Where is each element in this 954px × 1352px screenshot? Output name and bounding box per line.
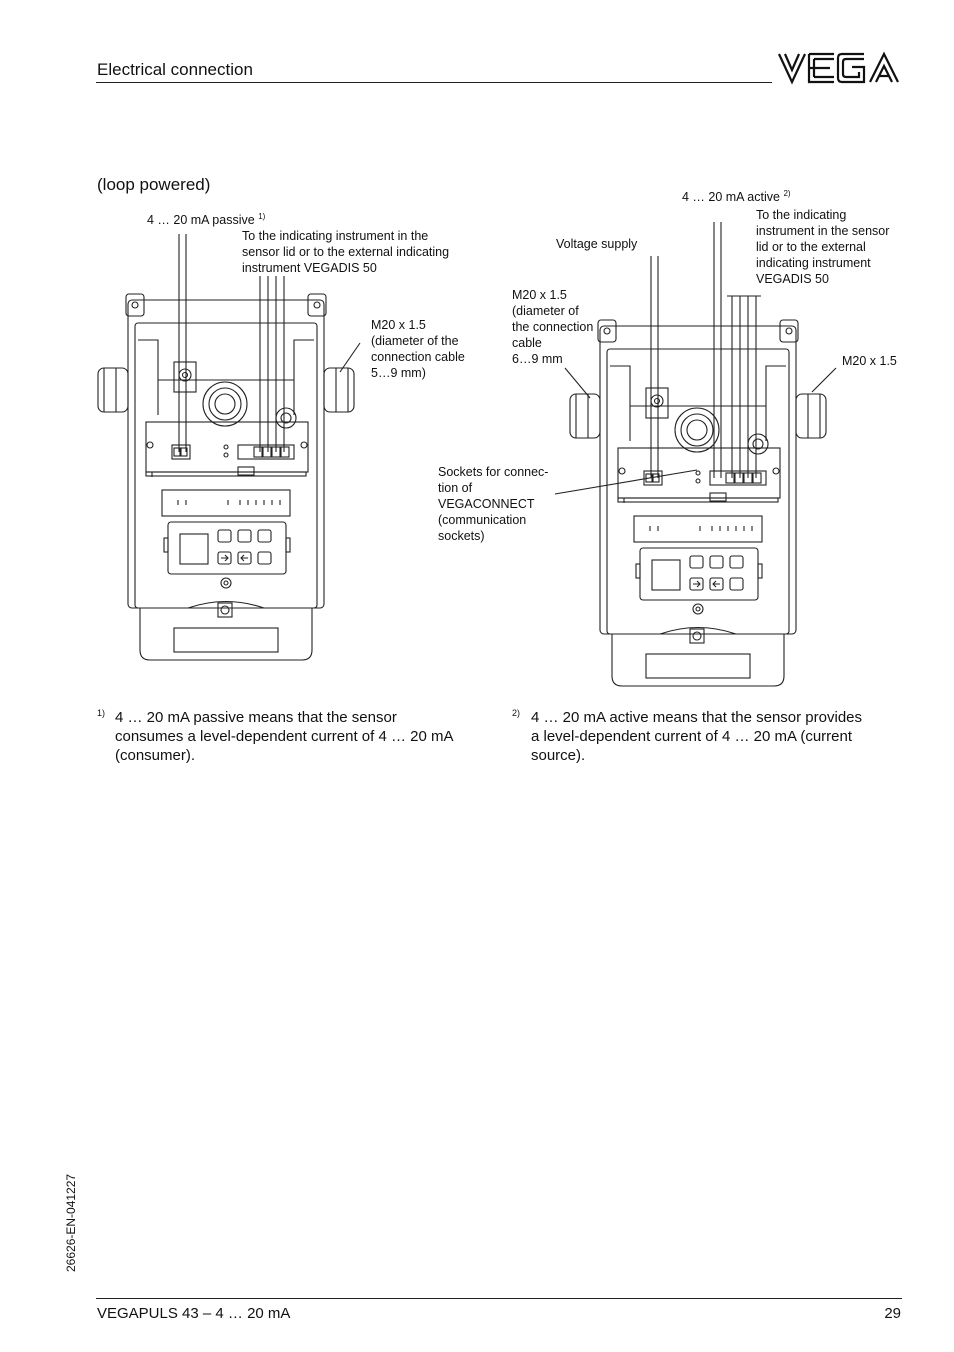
footnote-1: 1) 4 … 20 mA passive means that the sens… [97, 708, 454, 764]
right-gland-right-label: M20 x 1.5 [842, 354, 897, 368]
section-title: Electrical connection [97, 60, 253, 79]
voltage-supply-label: Voltage supply [556, 237, 638, 251]
passive-label: 4 … 20 mA passive 1) [147, 212, 266, 228]
header-rule [96, 82, 772, 83]
footnote-2: 2) 4 … 20 mA active means that the senso… [512, 708, 863, 764]
wiring-diagrams [97, 222, 837, 687]
sockets-label: Sockets for connec- tion of VEGACONNECT … [438, 465, 549, 543]
right-wires [554, 222, 837, 495]
active-label: 4 … 20 mA active 2) [682, 189, 791, 205]
vega-logo [776, 48, 902, 88]
document-id: 26626-EN-041227 [64, 1173, 78, 1272]
left-wires [178, 234, 361, 452]
left-gland-label: M20 x 1.5 (diameter of the connection ca… [371, 318, 465, 380]
footer-rule [96, 1298, 902, 1299]
right-sensor-housing [569, 319, 827, 687]
footer-product: VEGAPULS 43 – 4 … 20 mA [97, 1305, 291, 1322]
page-number: 29 [884, 1305, 901, 1322]
left-indicator-label: To the indicating instrument in the sens… [242, 229, 450, 275]
page-subtitle: (loop powered) [97, 175, 211, 194]
right-gland-left-label: M20 x 1.5 (diameter of the connection ca… [512, 288, 594, 366]
right-indicator-label: To the indicating instrument in the sens… [756, 208, 890, 286]
vega-logo-icon [778, 51, 899, 85]
left-sensor-housing [97, 293, 355, 661]
